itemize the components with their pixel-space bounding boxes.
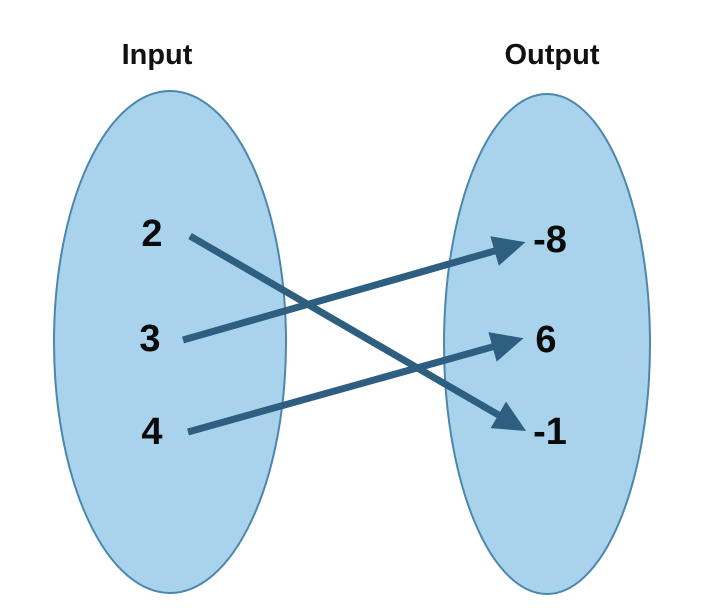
mapping-arrows — [182, 232, 527, 436]
output-element--8: -8 — [533, 219, 567, 261]
input-element-2: 2 — [141, 213, 162, 255]
mapping-arrow-4-to-6 — [187, 332, 524, 436]
input-title: Input — [122, 39, 193, 71]
output-title: Output — [504, 39, 599, 71]
output-element-6: 6 — [535, 319, 556, 361]
mapping-arrow-3-to--8 — [182, 236, 526, 344]
input-element-4: 4 — [141, 411, 162, 453]
output-ellipse — [443, 93, 651, 595]
mapping-arrow-2-to--1 — [188, 232, 527, 432]
input-element-3: 3 — [139, 318, 160, 360]
input-ellipse — [53, 90, 287, 594]
output-element--1: -1 — [533, 411, 567, 453]
